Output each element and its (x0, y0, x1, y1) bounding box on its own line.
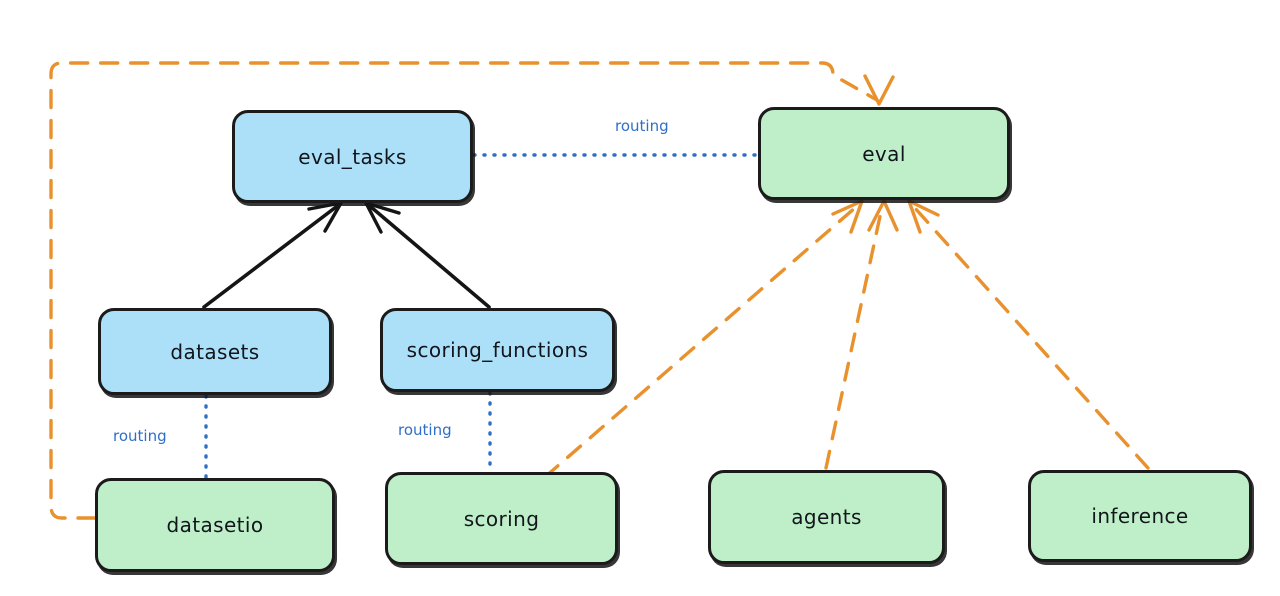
node-label-eval-tasks: eval_tasks (298, 144, 407, 169)
node-datasets[interactable]: datasets (98, 308, 332, 395)
edge-agents-to-eval (824, 199, 899, 470)
edge-scoring-functions-to-eval-tasks (364, 201, 491, 309)
node-eval[interactable]: eval (758, 107, 1010, 200)
edge-label-routing-eval-tasks: routing (615, 117, 669, 135)
node-agents[interactable]: agents (708, 470, 945, 564)
node-datasetio[interactable]: datasetio (95, 478, 335, 572)
node-eval-tasks[interactable]: eval_tasks (232, 110, 473, 203)
edge-datasets-to-eval-tasks (202, 201, 343, 309)
node-label-inference: inference (1091, 504, 1189, 528)
edge-label-routing-datasets: routing (113, 427, 167, 445)
edge-label-routing-scoring-functions: routing (398, 421, 452, 439)
edge-scoring-to-eval (543, 199, 864, 479)
node-label-datasets: datasets (170, 339, 260, 364)
node-label-eval: eval (862, 141, 906, 166)
edge-datasetio-to-eval (49, 61, 895, 520)
node-inference[interactable]: inference (1028, 470, 1252, 562)
edge-inference-to-eval (907, 199, 1150, 470)
node-label-scoring-functions: scoring_functions (406, 338, 589, 362)
node-scoring-functions[interactable]: scoring_functions (380, 308, 615, 392)
node-label-agents: agents (791, 505, 862, 529)
node-label-scoring: scoring (463, 506, 540, 531)
node-scoring[interactable]: scoring (385, 472, 618, 565)
node-label-datasetio: datasetio (166, 513, 264, 537)
